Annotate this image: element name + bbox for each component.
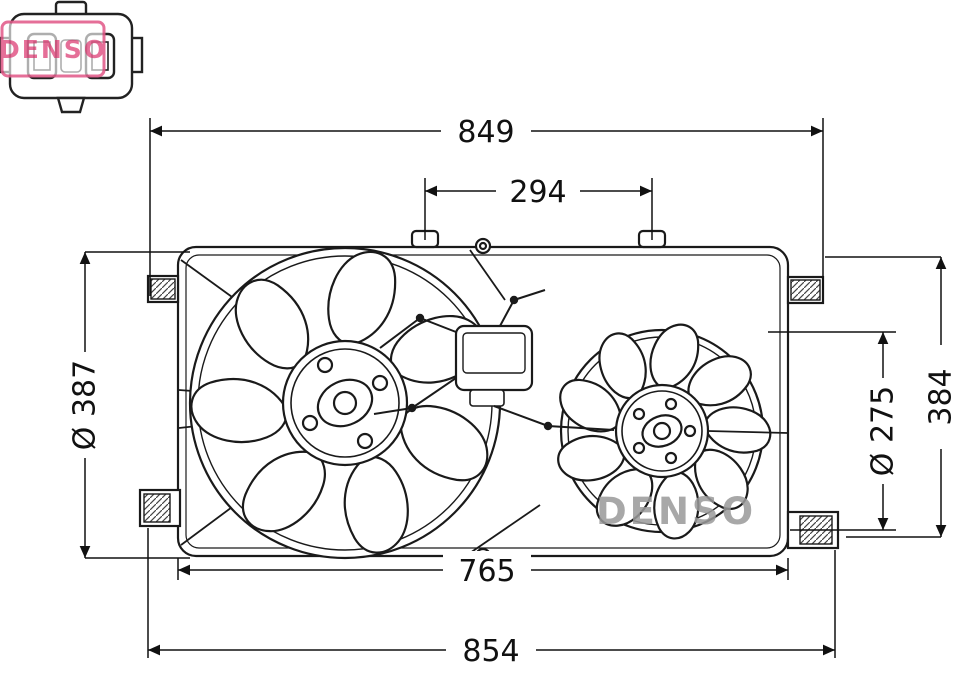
dimension-387-label: Ø 387 [68,360,103,450]
denso-logo: DENSO [0,20,107,78]
right-fan [550,323,789,545]
dimension-387 [61,251,190,559]
denso-logo-text: DENSO [0,35,107,64]
fan-control-module [373,289,615,431]
dimension-labels: 849 294 Ø 387 384 Ø 275 765 854 [68,115,959,669]
dimension-275-label: Ø 275 [866,386,901,476]
fan-shroud-assembly [138,229,840,565]
dimension-294 [424,172,653,240]
dimension-275 [768,331,907,531]
dimension-765-label: 765 [458,554,515,589]
dimension-384-label: 384 [924,368,959,425]
left-fan [185,246,502,562]
dimension-854-label: 854 [462,634,519,669]
dimension-384 [825,256,965,538]
right-fan-hub [614,383,710,479]
dimension-854 [147,528,836,669]
dimension-849 [149,112,824,296]
dimension-annotations [61,112,965,669]
denso-watermark: DENSO [596,490,756,533]
denso-logo-frame [0,20,106,78]
mounting-bracket-top-right [786,275,825,305]
mounting-bracket-top-left [146,274,180,304]
left-fan-hub [281,339,409,467]
dimension-849-label: 849 [457,115,514,150]
wiring-harness [373,289,615,431]
dimension-765 [177,551,789,589]
dimension-294-label: 294 [509,175,566,210]
mounting-bracket-bottom-left [138,488,182,528]
